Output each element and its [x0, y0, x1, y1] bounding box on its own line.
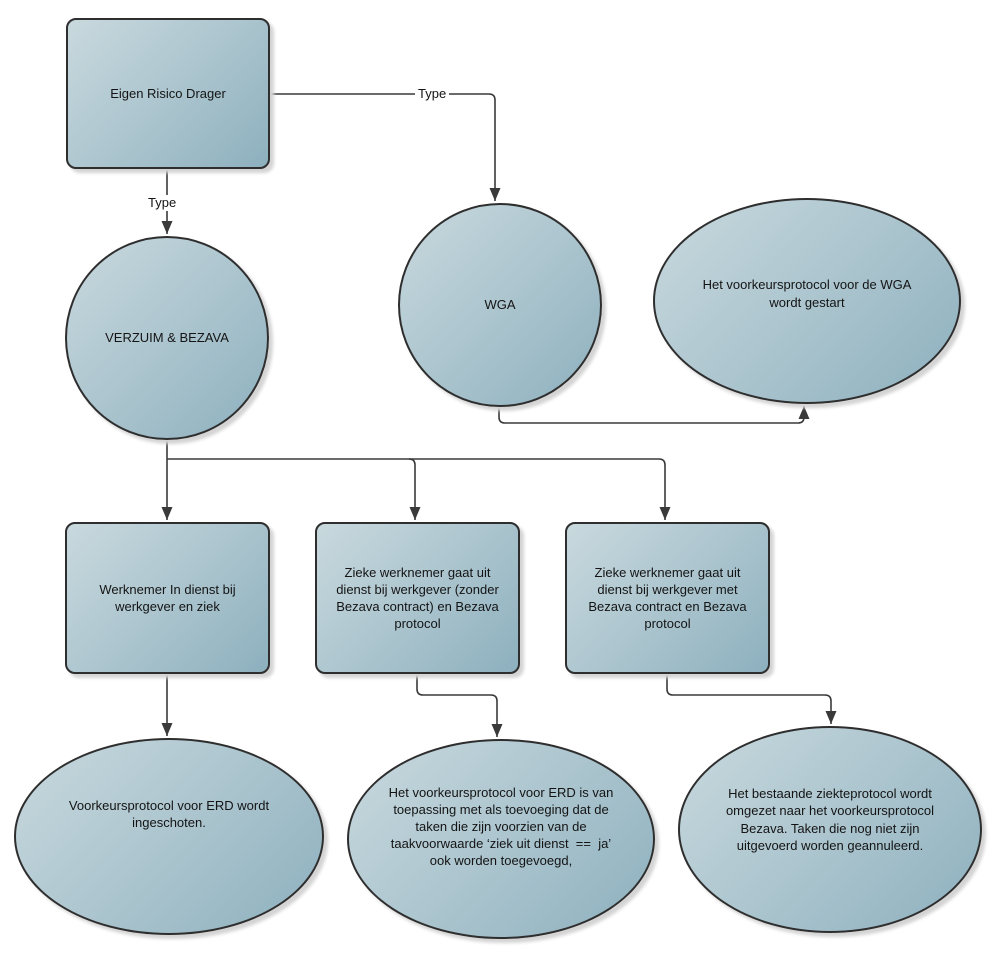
- node-label: WGA: [484, 297, 516, 313]
- edge-label-type-left: Type: [145, 195, 180, 211]
- node-verzuim-bezava: VERZUIM & BEZAVA: [65, 236, 269, 440]
- node-eigen-risico-drager: Eigen Risico Drager: [66, 18, 270, 169]
- edge-verzuim-to-uit-dienst-met: [167, 458, 671, 520]
- node-label: Voorkeursprotocol voor ERD wordt ingesch…: [68, 797, 273, 830]
- edge-erd-to-wga: [270, 93, 501, 201]
- node-ziekteprotocol-omgezet: Het bestaande ziekteprotocol wordt omgez…: [678, 726, 982, 933]
- node-label: VERZUIM & BEZAVA: [105, 330, 229, 346]
- node-wga-protocol-gestart: Het voorkeursprotocol voor de WGA wordt …: [653, 198, 961, 404]
- node-wga: WGA: [398, 203, 602, 407]
- edge-wga-to-wga-protocol: [498, 406, 810, 424]
- edge-uit-dienst-met-to-bezava-omzetting: [666, 674, 837, 724]
- edge-label-type-right: Type: [415, 86, 450, 102]
- node-label: Het bestaande ziekteprotocol wordt omgez…: [725, 786, 938, 853]
- node-uit-dienst-zonder-bezava: Zieke werknemer gaat uit dienst bij werk…: [315, 522, 520, 674]
- node-label: Werknemer In dienst bij werkgever en zie…: [99, 581, 240, 614]
- node-label: Eigen Risico Drager: [110, 85, 226, 101]
- node-label: Het voorkeursprotocol voor ERD is van to…: [388, 784, 617, 869]
- node-uit-dienst-met-bezava: Zieke werknemer gaat uit dienst bij werk…: [565, 522, 770, 674]
- node-voorkeursprotocol-erd: Voorkeursprotocol voor ERD wordt ingesch…: [14, 738, 324, 935]
- edge-verzuim-to-uit-dienst-zonder: [408, 458, 421, 520]
- node-werknemer-in-dienst: Werknemer In dienst bij werkgever en zie…: [65, 522, 270, 674]
- edge-uit-dienst-zonder-to-erd-toevoeging: [416, 674, 503, 737]
- node-label: Zieke werknemer gaat uit dienst bij werk…: [588, 564, 751, 632]
- node-label: Het voorkeursprotocol voor de WGA wordt …: [702, 277, 916, 310]
- node-label: Zieke werknemer gaat uit dienst bij werk…: [336, 564, 503, 632]
- node-voorkeursprotocol-erd-toevoeging: Het voorkeursprotocol voor ERD is van to…: [347, 739, 655, 939]
